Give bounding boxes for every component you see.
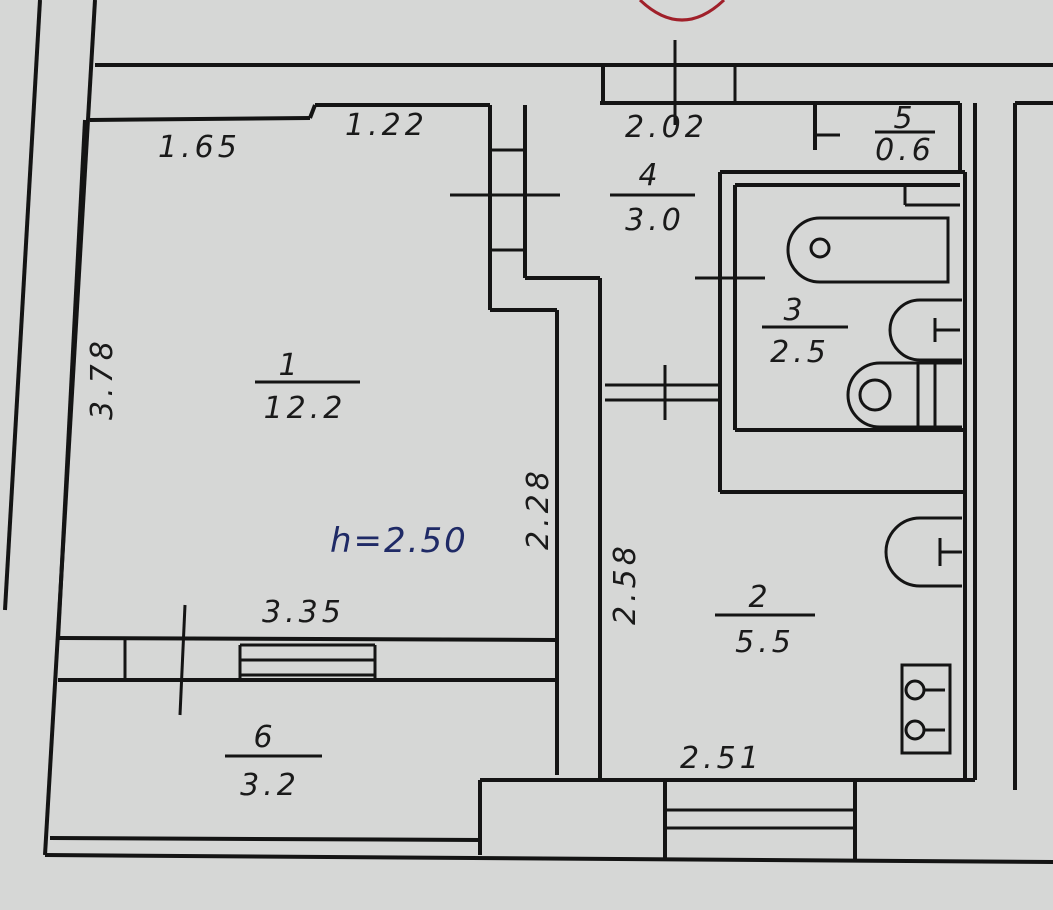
dim-top-left: 1.65 [158,130,241,165]
svg-text:3.2: 3.2 [240,768,300,803]
ceiling-height: h=2.50 [330,521,468,561]
dim-top-corridor: 2.02 [625,110,708,145]
room-2: 2 5.5 [715,580,815,660]
svg-text:6: 6 [253,720,276,755]
sink-icon [888,298,962,362]
dim-room1-bottom: 3.35 [262,595,345,630]
walls [3,0,1053,864]
svg-text:1: 1 [278,348,301,383]
svg-text:2: 2 [748,580,771,615]
kitchen-sink-icon [884,516,962,588]
svg-text:5: 5 [893,101,916,136]
dim-kitchen-left: 2.58 [608,542,643,625]
room-1: 1 12.2 [255,348,360,426]
svg-text:4: 4 [638,158,661,193]
svg-text:3.0: 3.0 [625,203,685,238]
svg-text:12.2: 12.2 [264,391,347,426]
room-3: 3 2.5 [762,293,848,370]
svg-text:5.5: 5.5 [735,625,795,660]
stamp-arc [638,0,726,22]
room-4: 4 3.0 [610,158,695,238]
dim-kitchen-bottom: 2.51 [680,741,763,776]
room-6: 6 3.2 [225,720,322,803]
door-and-window-marks [123,40,960,830]
dim-left-side: 3.78 [85,337,120,420]
svg-text:2.5: 2.5 [770,335,830,370]
dim-top-mid: 1.22 [345,108,428,143]
fixtures [786,216,962,755]
svg-text:0.6: 0.6 [875,133,935,168]
svg-text:3: 3 [783,293,806,328]
stove-icon [900,663,952,755]
room-5: 5 0.6 [875,101,935,168]
bathtub-icon [786,216,950,284]
toilet-icon [846,361,962,429]
dim-room1-right: 2.28 [521,467,556,550]
